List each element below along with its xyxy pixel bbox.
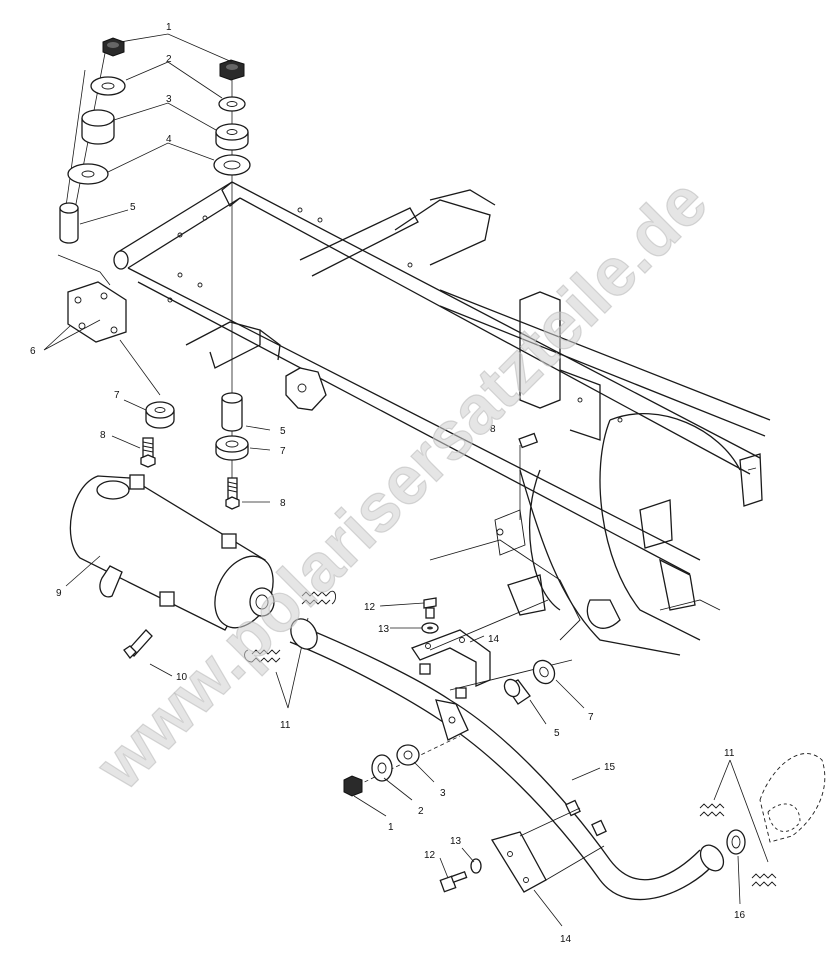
callout-8-rear: 8	[490, 424, 496, 435]
callout-7-right: 7	[588, 712, 594, 723]
left-mount-stack	[57, 37, 175, 468]
washer-4-center	[213, 154, 251, 176]
exhaust-port	[759, 753, 826, 843]
callout-4-top: 4	[166, 134, 172, 145]
callout-labels: 1 2 3 4 5 6 7 8 5 7 8 8 9 10 11 12 13 14…	[30, 22, 746, 945]
gasket-16	[726, 829, 746, 855]
nut-1-lower	[343, 775, 363, 797]
callout-14-lower: 14	[560, 934, 572, 945]
callout-8-center: 8	[280, 498, 286, 509]
washer-4-left	[67, 163, 109, 185]
washer-2-left	[90, 76, 126, 96]
frame-assembly	[113, 181, 771, 656]
callout-1-top: 1	[166, 22, 172, 33]
grommet-7-left	[145, 401, 175, 429]
washer-2-center	[218, 96, 246, 112]
callout-10: 10	[176, 672, 188, 683]
callout-13-lower: 13	[450, 836, 462, 847]
callout-14-upper: 14	[488, 634, 500, 645]
callout-1-lower: 1	[388, 822, 394, 833]
callout-3-lower: 3	[440, 788, 446, 799]
nut-1-center	[219, 59, 245, 81]
bolt-10	[123, 629, 153, 659]
spring-11-upper	[301, 590, 337, 605]
leader-lines	[43, 33, 741, 927]
muffler-9	[69, 474, 275, 631]
bracket-14-lower	[490, 807, 605, 893]
callout-13-upper: 13	[378, 624, 390, 635]
exhaust-pipe-15	[289, 618, 725, 901]
center-mount-stack	[213, 59, 539, 520]
watermark-text: www.polarisersatzteile.de	[81, 164, 722, 805]
grommet-3-center	[215, 123, 249, 151]
callout-8-left: 8	[100, 430, 106, 441]
callout-15: 15	[604, 762, 616, 773]
bracket-6	[67, 281, 127, 343]
grommet-3-left	[81, 109, 115, 145]
callout-6: 6	[30, 346, 36, 357]
callout-12-upper: 12	[364, 602, 376, 613]
grommet-7-center	[215, 435, 249, 461]
bolt-12-lower	[439, 870, 468, 893]
callout-5-right: 5	[554, 728, 560, 739]
callout-2-lower: 2	[418, 806, 424, 817]
spacer-5-center	[221, 392, 243, 432]
spacer-5-left	[59, 202, 79, 244]
callout-16: 16	[734, 910, 746, 921]
spring-11-lower	[244, 649, 281, 663]
grommet-3-lower	[396, 744, 420, 766]
callout-9: 9	[56, 588, 62, 599]
washer-2-lower	[371, 754, 393, 782]
callout-7-left: 7	[114, 390, 120, 401]
bracket-14-upper	[411, 599, 573, 691]
callout-5-left: 5	[130, 202, 136, 213]
callout-5-center: 5	[280, 426, 286, 437]
callout-3-top: 3	[166, 94, 172, 105]
callout-12-lower: 12	[424, 850, 436, 861]
bolt-8-rear	[518, 432, 539, 520]
grommet-7-right	[532, 659, 556, 685]
nut-1-left	[102, 37, 125, 57]
callout-2-top: 2	[166, 54, 172, 65]
bolt-8-center	[225, 477, 240, 510]
washer-13-upper	[421, 622, 439, 634]
bolt-12-upper	[423, 597, 437, 619]
callout-11-left: 11	[280, 720, 291, 731]
callout-7-center: 7	[280, 446, 286, 457]
spring-11-right-a	[699, 803, 725, 817]
callout-11-right: 11	[724, 748, 735, 759]
washer-13-lower	[470, 858, 482, 874]
bolt-8-left	[140, 437, 156, 468]
spacer-5-right	[503, 678, 531, 705]
spring-11-right-b	[751, 873, 777, 887]
